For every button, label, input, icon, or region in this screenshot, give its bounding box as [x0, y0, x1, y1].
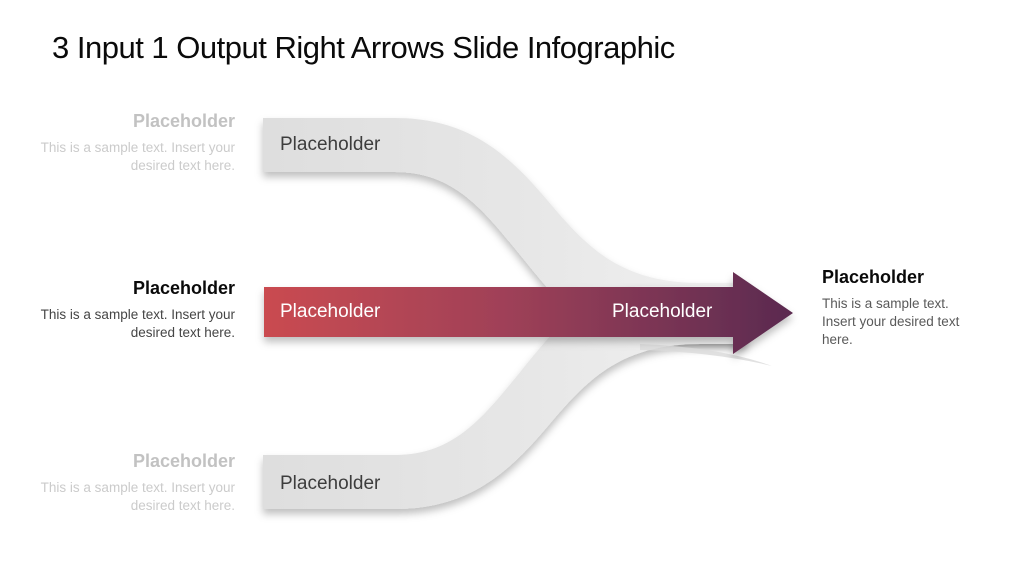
input-top-heading: Placeholder	[132, 111, 235, 131]
band-label-top: Placeholder	[280, 134, 381, 155]
input-top-body: This is a sample text. Insert your desir…	[40, 140, 235, 173]
arrow-output-label: Placeholder	[612, 301, 713, 322]
input-band-top	[263, 118, 745, 341]
band-label-bottom: Placeholder	[280, 473, 381, 494]
input-middle-heading: Placeholder	[132, 278, 235, 298]
input-block-top: Placeholder This is a sample text. Inser…	[39, 110, 235, 175]
input-bottom-heading: Placeholder	[132, 451, 235, 471]
input-bottom-body: This is a sample text. Insert your desir…	[40, 480, 235, 513]
input-block-middle: Placeholder This is a sample text. Inser…	[39, 277, 235, 342]
output-heading: Placeholder	[822, 267, 925, 287]
slide-title: 3 Input 1 Output Right Arrows Slide Info…	[52, 30, 675, 65]
input-band-bottom	[263, 286, 745, 509]
input-middle-body: This is a sample text. Insert your desir…	[40, 307, 235, 340]
merge-curl	[640, 344, 772, 366]
band-label-middle: Placeholder	[280, 301, 381, 322]
output-arrow	[264, 272, 793, 354]
output-body: This is a sample text. Insert your desir…	[822, 296, 960, 347]
input-block-bottom: Placeholder This is a sample text. Inser…	[39, 450, 235, 515]
output-block: Placeholder This is a sample text. Inser…	[822, 266, 974, 349]
